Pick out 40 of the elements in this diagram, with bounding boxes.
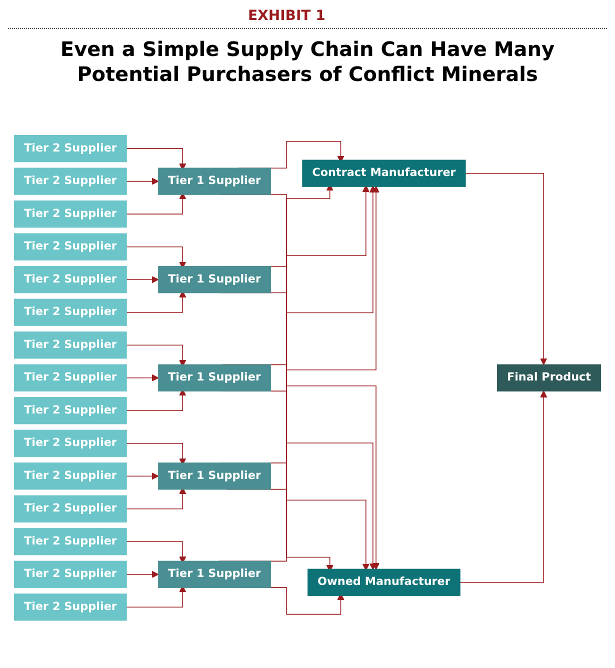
exhibit-label: EXHIBIT 1 bbox=[8, 6, 607, 29]
node-box: Tier 2 Supplier bbox=[14, 167, 127, 195]
node-box: Tier 2 Supplier bbox=[14, 200, 127, 228]
node-box: Tier 2 Supplier bbox=[14, 134, 127, 162]
node-box: Final Product bbox=[496, 364, 601, 392]
arrow bbox=[126, 472, 159, 480]
arrow bbox=[460, 390, 548, 582]
node-box: Tier 2 Supplier bbox=[14, 298, 127, 326]
node-box: Tier 2 Supplier bbox=[14, 429, 127, 457]
node-box: Tier 2 Supplier bbox=[14, 331, 127, 358]
arrow bbox=[126, 585, 186, 608]
node-box: Tier 2 Supplier bbox=[14, 560, 127, 588]
node-box: Owned Manufacturer bbox=[308, 568, 460, 596]
node-box: Tier 1 Supplier bbox=[158, 167, 271, 195]
arrow bbox=[126, 570, 159, 578]
node-box: Tier 1 Supplier bbox=[158, 560, 271, 588]
node-box: Tier 2 Supplier bbox=[14, 593, 127, 620]
node-box: Tier 2 Supplier bbox=[14, 232, 127, 260]
node-box: Tier 2 Supplier bbox=[14, 494, 127, 522]
title: Even a Simple Supply Chain Can Have Many Potential Purchasers of Conflict Minerals bbox=[59, 37, 556, 87]
node-box: Tier 2 Supplier bbox=[14, 396, 127, 424]
arrow bbox=[126, 374, 159, 382]
arrow bbox=[126, 246, 186, 268]
arrow bbox=[126, 276, 159, 283]
node-box: Tier 1 Supplier bbox=[158, 266, 271, 293]
arrow bbox=[126, 442, 186, 465]
node-box: Tier 1 Supplier bbox=[158, 462, 271, 490]
arrow bbox=[126, 177, 159, 184]
node-box: Tier 2 Supplier bbox=[14, 266, 127, 293]
node-box: Tier 1 Supplier bbox=[158, 364, 271, 392]
arrow bbox=[126, 290, 186, 312]
node-box: Tier 2 Supplier bbox=[14, 528, 127, 555]
arrow bbox=[126, 148, 186, 170]
node-box: Tier 2 Supplier bbox=[14, 364, 127, 392]
arrow bbox=[126, 344, 186, 366]
node-box: Tier 2 Supplier bbox=[14, 462, 127, 490]
node-box: Contract Manufacturer bbox=[302, 159, 466, 187]
arrow bbox=[126, 486, 186, 509]
arrow bbox=[465, 172, 548, 365]
arrow bbox=[126, 388, 186, 411]
